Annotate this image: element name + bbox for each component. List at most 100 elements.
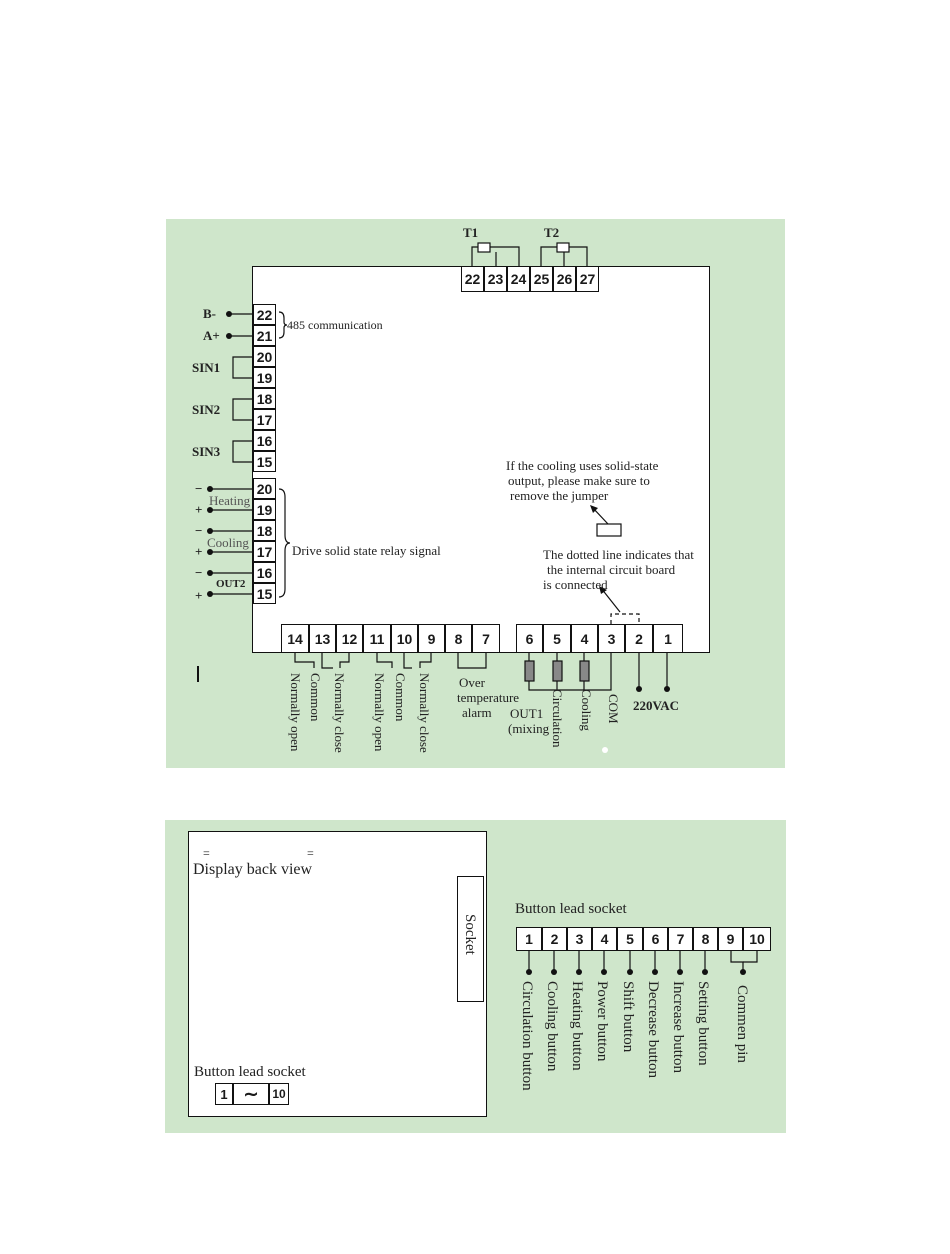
lead-pin-9: 9 <box>718 927 743 951</box>
terminal-left-17b: 17 <box>253 541 276 562</box>
terminal-bottom-7: 7 <box>472 624 500 653</box>
label-normally-open-1: Normally open <box>288 673 303 752</box>
sign-minus-1: − <box>195 481 203 496</box>
label-alarm-line: temperature <box>457 690 520 705</box>
label-drive-ssr: Drive solid state relay signal <box>292 543 441 558</box>
terminal-left-18b: 18 <box>253 520 276 541</box>
terminal-bottom-8: 8 <box>445 624 472 653</box>
label-cooling-button: Cooling button <box>544 981 560 1072</box>
terminal-left-18: 18 <box>253 388 276 409</box>
eq-mark-2: = <box>307 846 314 860</box>
terminal-bottom-10: 10 <box>391 624 418 653</box>
label-common-1: Common <box>308 673 323 722</box>
terminal-bottom-5: 5 <box>543 624 571 653</box>
sign-minus-2: − <box>195 523 203 538</box>
lead-pin-4: 4 <box>592 927 617 951</box>
sign-plus-2: + <box>195 544 203 559</box>
terminal-top-24: 24 <box>507 266 530 292</box>
note-jumper-line: remove the jumper <box>510 488 609 503</box>
controller-body <box>252 266 710 653</box>
small-socket-range: ∼ <box>233 1083 269 1105</box>
lead-pin-3: 3 <box>567 927 592 951</box>
note-jumper-line: If the cooling uses solid-state <box>506 458 659 473</box>
label-out1-mixing: (mixing <box>508 721 550 736</box>
terminal-left-15: 15 <box>253 451 276 472</box>
label-alarm-line: alarm <box>462 705 492 720</box>
terminal-left-19b: 19 <box>253 499 276 520</box>
terminal-bottom-11: 11 <box>363 624 391 653</box>
lead-pin-5: 5 <box>617 927 643 951</box>
note-jumper-line: output, please make sure to <box>508 473 650 488</box>
terminal-left-20: 20 <box>253 346 276 367</box>
label-normally-close-1: Normally close <box>332 673 347 753</box>
sensor-label-t2: T2 <box>544 225 560 240</box>
sign-minus-3: − <box>195 565 203 580</box>
label-a-plus: A+ <box>203 328 220 343</box>
sensor-label-t1: T1 <box>463 225 479 240</box>
label-sin1: SIN1 <box>192 360 221 375</box>
small-socket-pin-1: 1 <box>215 1083 233 1105</box>
lead-pin-1: 1 <box>516 927 542 951</box>
terminal-top-27: 27 <box>576 266 599 292</box>
label-shift-button: Shift button <box>620 981 636 1053</box>
note-dotted-line-text: the internal circuit board <box>547 562 676 577</box>
terminal-left-20b: 20 <box>253 478 276 499</box>
terminal-bottom-13: 13 <box>309 624 336 653</box>
sign-plus-3: + <box>195 588 203 603</box>
label-cooling-out: Cooling <box>579 689 594 731</box>
label-normally-open-2: Normally open <box>372 673 387 752</box>
terminal-bottom-3: 3 <box>598 624 625 653</box>
terminal-left-22: 22 <box>253 304 276 325</box>
lead-pin-7: 7 <box>668 927 693 951</box>
note-dotted-line-text: The dotted line indicates that <box>543 547 694 562</box>
label-heating-button: Heating button <box>569 981 585 1071</box>
terminal-left-19: 19 <box>253 367 276 388</box>
terminal-top-22: 22 <box>461 266 484 292</box>
socket-box <box>457 876 484 1002</box>
terminal-bottom-14: 14 <box>281 624 309 653</box>
terminal-bottom-9: 9 <box>418 624 445 653</box>
label-485-communication: 485 communication <box>287 318 383 332</box>
terminal-top-23: 23 <box>484 266 507 292</box>
terminal-left-16b: 16 <box>253 562 276 583</box>
label-220vac: 220VAC <box>633 698 679 713</box>
label-normally-close-2: Normally close <box>417 673 432 753</box>
terminal-bottom-12: 12 <box>336 624 363 653</box>
label-decrease-button: Decrease button <box>645 981 661 1079</box>
label-heating: Heating <box>209 493 251 508</box>
note-dotted-line-text: is connected <box>543 577 608 592</box>
label-com: COM <box>606 694 621 724</box>
label-out2: OUT2 <box>216 578 246 590</box>
terminal-bottom-1: 1 <box>653 624 683 653</box>
label-power-button: Power button <box>594 981 610 1062</box>
lead-pin-8: 8 <box>693 927 718 951</box>
label-common-2: Common <box>393 673 408 722</box>
label-out1: OUT1 <box>510 706 544 721</box>
label-cooling: Cooling <box>207 535 249 550</box>
label-sin2: SIN2 <box>192 402 221 417</box>
small-socket-title: Button lead socket <box>194 1064 306 1080</box>
lead-socket-title: Button lead socket <box>515 901 627 917</box>
eq-mark-1: = <box>203 846 210 860</box>
label-sin3: SIN3 <box>192 444 221 459</box>
label-setting-button: Setting button <box>695 981 711 1066</box>
display-back-view-title: Display back view <box>193 861 313 878</box>
label-increase-button: Increase button <box>670 981 686 1074</box>
terminal-left-21: 21 <box>253 325 276 346</box>
sign-plus-1: + <box>195 502 203 517</box>
label-alarm-line: Over <box>459 675 485 690</box>
terminal-top-26: 26 <box>553 266 576 292</box>
terminal-left-15b: 15 <box>253 583 276 604</box>
label-b-minus: B- <box>203 306 216 321</box>
lead-pin-6: 6 <box>643 927 668 951</box>
terminal-bottom-2: 2 <box>625 624 653 653</box>
display-back-view-box <box>188 831 487 1117</box>
label-circulation-button: Circulation button <box>519 981 535 1091</box>
terminal-left-17: 17 <box>253 409 276 430</box>
label-commen-pin: Commen pin <box>734 985 750 1063</box>
label-circulation: Circulation <box>550 689 565 748</box>
socket-label: Socket <box>462 914 478 955</box>
lead-pin-10: 10 <box>743 927 771 951</box>
